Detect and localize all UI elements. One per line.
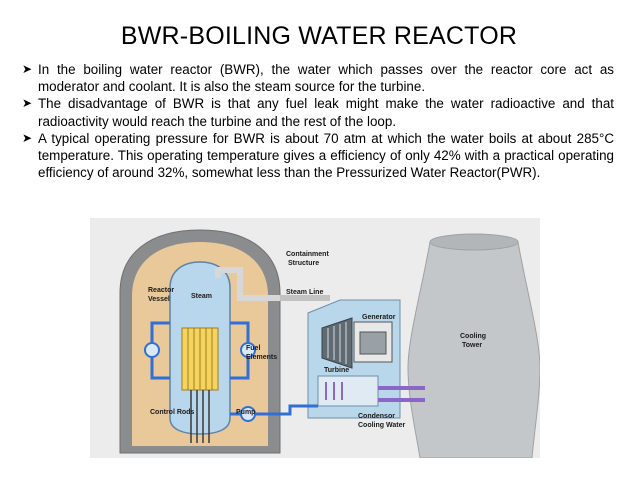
slide-title: BWR-BOILING WATER REACTOR [120,22,518,50]
condenser-label-2: Cooling Water [358,422,405,429]
steam-label: Steam [191,293,212,300]
reactor-label-2: Vessel [148,296,170,303]
turbine [321,317,353,369]
arrow-bullet-icon: ➤ [22,62,33,76]
bullet-text: The disadvantage of BWR is that any fuel… [38,96,614,129]
reactor-label-1: Reactor [148,287,174,294]
condenser-tubes [325,382,343,400]
cooling-tower [407,241,540,458]
recirc-pump-left [144,342,160,358]
bullet-item: ➤ The disadvantage of BWR is that any fu… [22,95,614,129]
bullet-item: ➤ A typical operating pressure for BWR i… [22,130,614,182]
feedwater-pump [240,406,256,422]
bwr-diagram: Cooling Tower [90,218,540,458]
arrow-bullet-icon: ➤ [22,96,33,111]
bullet-text: In the boiling water reactor (BWR), the … [38,62,614,95]
cooling-tower-top [429,233,519,251]
condenser-label-1: Condensor [358,413,395,420]
fuel-elements [187,328,213,390]
generator-body [359,331,387,355]
pump-label: Pump [236,409,255,416]
fuel-label-1: Fuel [246,345,260,352]
containment-label-1: Containment [286,251,329,258]
cooling-tower-label-2: Tower [462,342,482,349]
bullet-list: ➤ In the boiling water reactor (BWR), th… [22,61,614,181]
steam-line-label: Steam Line [286,289,323,296]
turbine-label: Turbine [324,367,349,374]
bullet-text: A typical operating pressure for BWR is … [38,130,614,181]
turbine-blades [327,322,347,364]
cooling-tower-label-1: Cooling [460,333,486,340]
bullet-item: ➤ In the boiling water reactor (BWR), th… [22,61,614,95]
control-rods-label: Control Rods [150,409,194,416]
recirc-pump-right [240,342,256,358]
generator-label: Generator [362,314,396,321]
containment-label-2: Structure [288,260,319,267]
fuel-label-2: Elements [246,354,277,361]
feedwater-pipe [230,404,318,416]
arrow-bullet-icon: ➤ [22,130,33,145]
control-rods [190,390,210,443]
condenser [317,375,379,407]
